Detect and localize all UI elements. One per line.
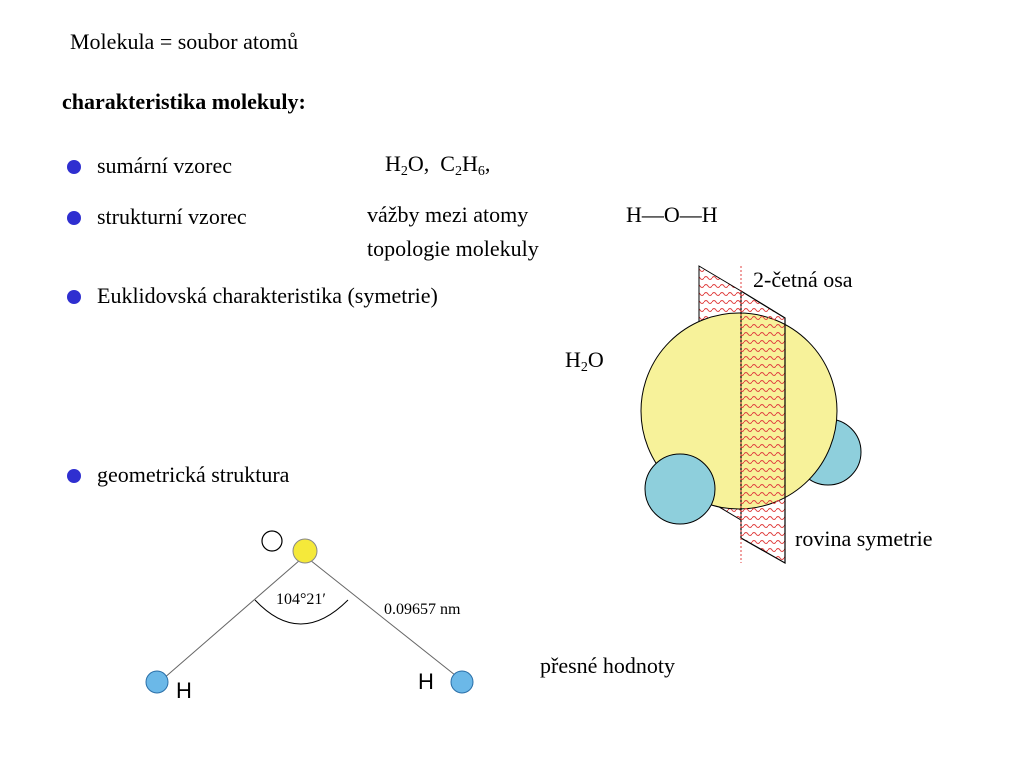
- oxygen-atom-small: [292, 538, 318, 564]
- bullet-dot: [67, 211, 81, 225]
- precise-values-label: přesné hodnoty: [540, 653, 676, 678]
- plane-label: rovina symetrie: [795, 526, 933, 551]
- bond-left: [162, 559, 301, 680]
- bullet-dot: [67, 160, 81, 174]
- hydrogen-atom-left: [145, 670, 169, 694]
- molecule-topology: topologie molekuly: [367, 236, 539, 261]
- bullet-euclidean-symmetry: Euklidovská charakteristika (symetrie): [97, 283, 438, 308]
- axis-label: 2-četná osa: [753, 267, 853, 292]
- bullet-geometric-structure: geometrická struktura: [97, 462, 290, 487]
- angle-label: 104°21′: [276, 591, 326, 608]
- structural-formula-hoh: H—O—H: [626, 202, 718, 227]
- bond-length-label: 0.09657 nm: [384, 601, 461, 618]
- hydrogen-left-label: H: [176, 678, 192, 703]
- hydrogen-right-label: H: [418, 669, 434, 694]
- molecule-label-h2o: H2O: [565, 347, 604, 375]
- oxygen-marker-outline: [261, 530, 283, 552]
- formula-h2o-c2h6: H2O, C2H6,: [385, 151, 491, 179]
- hydrogen-atom-front: [644, 453, 716, 525]
- bonds-between-atoms: vážby mezi atomy: [367, 202, 529, 227]
- bullet-dot: [67, 290, 81, 304]
- bullet-dot: [67, 469, 81, 483]
- bond-right: [309, 559, 461, 680]
- section-heading: charakteristika molekuly:: [62, 89, 306, 114]
- hydrogen-atom-right: [450, 670, 474, 694]
- bond-angle-arc: [254, 599, 349, 625]
- slide-title: Molekula = soubor atomů: [70, 29, 299, 54]
- bullet-structural-formula: strukturní vzorec: [97, 204, 247, 229]
- bullet-summary-formula: sumární vzorec: [97, 153, 232, 178]
